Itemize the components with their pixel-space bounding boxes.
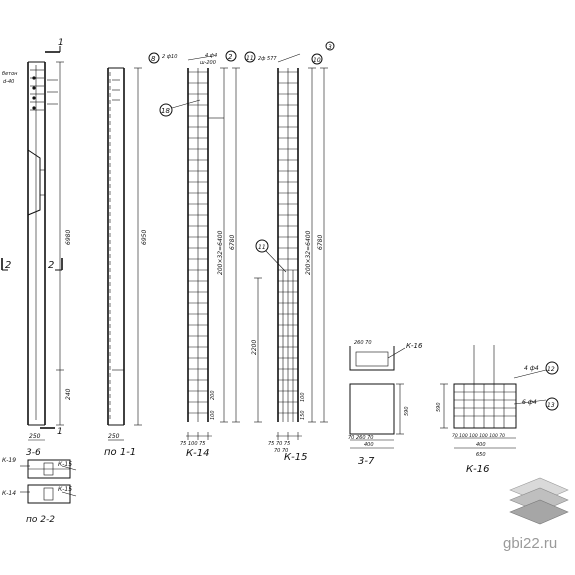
dim-260-70: 260 70 — [354, 340, 372, 346]
label-k16: К-16 — [466, 464, 489, 475]
dim-650: 650 — [476, 452, 486, 458]
dim-200x32: 200×32=6400 — [217, 230, 224, 275]
label-k14: К-14 — [186, 448, 209, 459]
bubble-10-text: 10 — [313, 57, 321, 64]
dim-70-100: 70 100 100 100 100 70 — [452, 433, 505, 439]
bubble-12 — [545, 361, 559, 375]
dim-k14-bottom: 75 100 75 — [180, 441, 205, 447]
dim-6780-b: 6780 — [317, 235, 324, 250]
mesh-k16 — [440, 345, 547, 449]
section-3-7 — [349, 346, 406, 449]
rebar-w200: ш-200 — [200, 60, 216, 66]
dim-400: 400 — [364, 442, 374, 448]
left-column-elevation — [27, 46, 64, 441]
mark-1-top: 1 — [58, 38, 64, 48]
dim-6950: 6950 — [141, 230, 148, 245]
dim-590-b: 590 — [436, 402, 442, 412]
column-po-1-1 — [107, 67, 142, 441]
dim-k15-bottom: 75 70 75 — [268, 441, 290, 447]
dim-100: 100 — [210, 410, 216, 420]
dim-240: 240 — [65, 388, 72, 400]
rebar-4d4-k16: 4 ф4 — [524, 365, 539, 372]
rebar-2d577: 2ф 577 — [258, 56, 277, 62]
bubble-10 — [311, 53, 323, 65]
bubble-8-text: 8 — [151, 55, 156, 63]
bubble-13-text: 13 — [547, 402, 555, 409]
label-k15: К-15 — [284, 452, 307, 463]
bubble-13 — [545, 397, 559, 411]
label-po-2-2: по 2-2 — [26, 515, 55, 525]
rebar-2d10: 2 ф10 — [162, 54, 177, 60]
mark-2-right: 2 — [48, 260, 54, 271]
dim-2200: 2200 — [251, 340, 258, 355]
note-concrete: бетон — [2, 71, 18, 77]
dim-150: 150 — [300, 410, 306, 420]
cut-mark-2-right — [55, 258, 63, 271]
label-k16-arrow: К-16 — [406, 342, 423, 350]
bubble-3-text: 3 — [328, 44, 332, 51]
mark-1-bottom: 1 — [57, 427, 63, 437]
dim-590-a: 590 — [404, 406, 410, 416]
bubble-11 — [244, 51, 256, 63]
bubble-8 — [148, 52, 160, 64]
mark-2-left: 2 — [5, 260, 11, 271]
section-po-2-2 — [20, 484, 77, 504]
bubble-11-b — [255, 239, 287, 273]
bubble-18-text: 18 — [161, 107, 170, 115]
bubble-11b-text: 11 — [258, 244, 266, 251]
dim-6980: 6980 — [65, 230, 72, 245]
dim-k15-bottom-2: 70 70 — [274, 448, 288, 454]
dim-6780-a: 6780 — [229, 235, 236, 250]
section-3-6 — [20, 459, 77, 479]
bubble-2-text: 2 — [228, 53, 233, 61]
bubble-3 — [325, 41, 335, 51]
cage-k14 — [186, 55, 240, 440]
dim-250-a: 250 — [29, 433, 41, 440]
label-3-6: 3-6 — [26, 448, 41, 458]
dim-250-b: 250 — [108, 433, 120, 440]
label-k19: К-19 — [2, 457, 16, 464]
dim-100-b: 100 — [300, 392, 306, 402]
note-d40: d-40 — [3, 79, 14, 85]
rebar-6d4-k16: 6 ф4 — [522, 399, 537, 406]
label-po-1-1: по 1-1 — [104, 447, 136, 458]
dim-200-a: 200 — [210, 390, 216, 400]
dim-70-260-70: 70 260 70 — [348, 435, 373, 441]
label-k15-a: К-15 — [58, 461, 72, 468]
watermark-site: gbi22.ru — [503, 535, 558, 552]
rebar-4d4: 4 ф4 — [205, 53, 217, 59]
gbi-logo-icon — [509, 477, 569, 525]
bubble-11-text: 11 — [246, 55, 254, 62]
dim-400-b: 400 — [476, 442, 486, 448]
label-k15-b: К-15 — [58, 486, 72, 493]
cage-k15 — [254, 53, 328, 440]
bubble-2 — [225, 50, 237, 62]
label-3-7: 3-7 — [358, 456, 375, 467]
bubble-12-text: 12 — [547, 366, 555, 373]
cut-mark-2-left — [1, 258, 8, 271]
label-k14-b: К-14 — [2, 490, 16, 497]
bubble-18 — [159, 99, 201, 117]
dim-200x32-b: 200×32=6400 — [305, 230, 312, 275]
